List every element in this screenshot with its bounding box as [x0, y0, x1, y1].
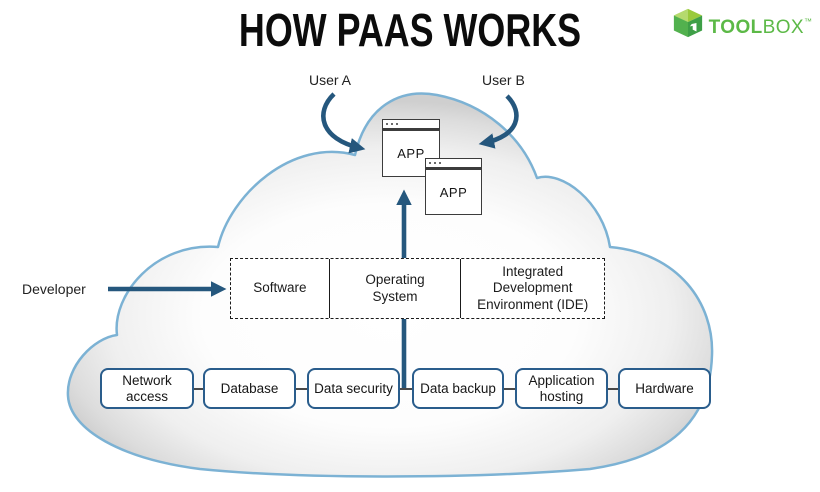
infra-box-data-backup: Data backup	[412, 368, 504, 409]
user-a-label: User A	[309, 72, 352, 88]
window-dot-icon	[438, 161, 442, 165]
toolbox-wordmark-box: BOX	[762, 17, 804, 38]
infra-box-data-security: Data security	[307, 368, 400, 409]
infra-box-application-hosting: Application hosting	[515, 368, 608, 409]
window-dot-icon	[386, 122, 389, 126]
platform-item-operating-system: Operating System	[328, 259, 461, 318]
window-titlebar	[383, 120, 439, 131]
window-dot-icon	[395, 122, 399, 126]
platform-item-operating-system-label: Operating System	[365, 272, 425, 304]
toolbox-wordmark-tool: TOOL	[708, 17, 763, 38]
app-window-2: APP	[425, 158, 482, 215]
infra-box-network-access: Network access	[100, 368, 194, 409]
window-titlebar	[426, 159, 481, 170]
platform-layer-box: Software Operating System Integrated Dev…	[230, 258, 605, 319]
toolbox-wordmark: TOOLBOX™	[709, 7, 812, 43]
window-dot-icon	[429, 161, 432, 165]
toolbox-cube-icon	[673, 8, 702, 38]
user-b-label: User B	[482, 72, 525, 88]
infra-box-hardware: Hardware	[618, 368, 711, 409]
platform-item-ide: Integrated Development Environment (IDE)	[460, 259, 604, 318]
platform-item-software: Software	[253, 280, 307, 296]
user-b-arrow	[478, 94, 519, 149]
trademark-symbol: ™	[804, 17, 812, 26]
infra-box-database: Database	[203, 368, 296, 409]
window-dot-icon	[433, 161, 437, 165]
developer-label: Developer	[22, 281, 86, 297]
window-dot-icon	[390, 122, 394, 126]
app-window-label: APP	[397, 146, 425, 161]
page-title: HOW PAAS WORKS	[238, 4, 582, 56]
user-a-arrow	[321, 92, 366, 154]
toolbox-logo: TOOLBOX™	[672, 7, 812, 43]
app-window-label: APP	[439, 184, 468, 200]
